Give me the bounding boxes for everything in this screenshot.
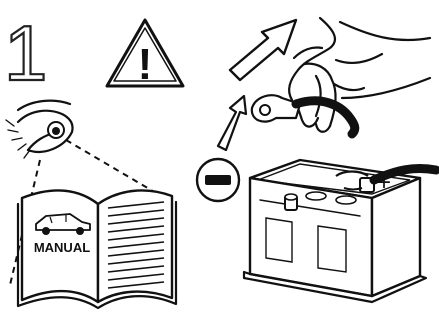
minus-badge-icon [195, 157, 241, 203]
car-battery-icon: + [242, 158, 439, 304]
arrow-small-icon [216, 94, 248, 152]
warning-triangle-icon: ! [105, 18, 185, 89]
manual-label: MANUAL [34, 240, 90, 255]
hand-icon [288, 16, 432, 133]
warning-exclamation: ! [138, 40, 153, 89]
sight-lines [9, 139, 169, 286]
battery-terminal-clamp-icon [250, 94, 360, 139]
manual-book-icon: MANUAL [16, 189, 178, 310]
step-number: 1 [4, 9, 47, 97]
car-icon [35, 213, 91, 235]
positive-symbol: + [377, 169, 391, 196]
arrow-up-right-icon [228, 18, 298, 82]
eye-icon [5, 99, 74, 159]
